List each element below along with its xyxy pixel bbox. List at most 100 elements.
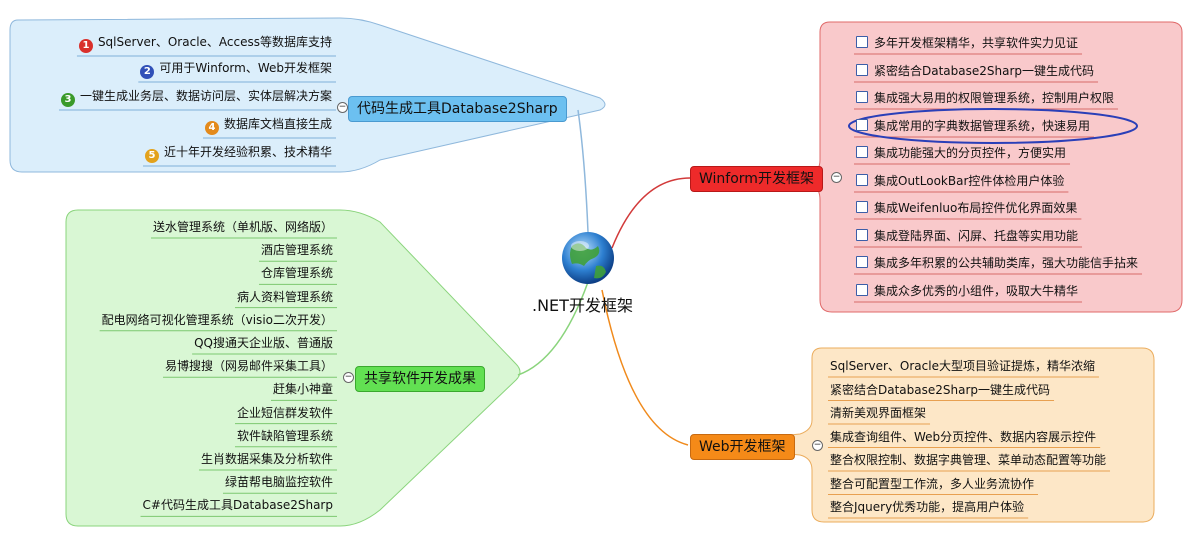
shared-collapse-toggle[interactable]: − <box>343 372 354 383</box>
checkbox-icon[interactable] <box>856 146 868 158</box>
checkbox-icon[interactable] <box>856 229 868 241</box>
checkbox-icon[interactable] <box>856 284 868 296</box>
web-item-label: 整合权限控制、数据字典管理、菜单动态配置等功能 <box>830 453 1107 467</box>
winform-item[interactable]: 集成OutLookBar控件体检用户体验 <box>856 173 1064 189</box>
web-item[interactable]: SqlServer、Oracle大型项目验证提炼，精华浓缩 <box>830 358 1095 374</box>
shared-item[interactable]: 企业短信群发软件 <box>237 405 333 421</box>
web-item[interactable]: 紧密结合Database2Sharp一键生成代码 <box>830 382 1050 398</box>
shared-item[interactable]: 仓库管理系统 <box>261 265 333 281</box>
checkbox-icon[interactable] <box>856 119 868 131</box>
shared-bubble <box>65 209 521 527</box>
shared-item-label: 生肖数据采集及分析软件 <box>200 452 333 466</box>
web-item-label: 清新美观界面框架 <box>830 406 927 420</box>
shared-item[interactable]: QQ搜通天企业版、普通版 <box>194 335 333 351</box>
winform-collapse-toggle[interactable]: − <box>831 172 842 183</box>
winform-item[interactable]: 集成多年积累的公共辅助类库，强大功能信手拈来 <box>856 255 1138 271</box>
shared-item-label: 易博搜搜（网易邮件采集工具） <box>164 359 333 374</box>
shared-item[interactable]: 软件缺陷管理系统 <box>237 428 333 444</box>
winform-item[interactable]: 集成常用的字典数据管理系统，快速易用 <box>856 118 1090 134</box>
codegen-item-label: 近十年开发经验积累、技术精华 <box>163 145 332 159</box>
shared-topic[interactable]: 共享软件开发成果 <box>355 366 485 392</box>
winform-item-label: 集成众多优秀的小组件，吸取大牛精华 <box>874 284 1079 298</box>
web-item[interactable]: 清新美观界面框架 <box>830 405 926 421</box>
shared-item[interactable]: 送水管理系统（单机版、网络版） <box>153 219 333 235</box>
codegen-collapse-toggle[interactable]: − <box>337 102 348 113</box>
shared-item-label: 软件缺陷管理系统 <box>236 428 333 443</box>
codegen-item-label: 一键生成业务层、数据访问层、实体层解决方案 <box>79 89 332 103</box>
winform-item-label: 集成登陆界面、闪屏、托盘等实用功能 <box>874 229 1079 243</box>
checkbox-icon[interactable] <box>856 174 868 186</box>
web-item-label: 紧密结合Database2Sharp一键生成代码 <box>830 382 1051 397</box>
shared-item-label: QQ搜通天企业版、普通版 <box>194 336 333 350</box>
codegen-item-label: SqlServer、Oracle、Access等数据库支持 <box>97 35 332 49</box>
shared-item[interactable]: 酒店管理系统 <box>261 242 333 258</box>
shared-item-label: 酒店管理系统 <box>260 243 333 258</box>
web-item[interactable]: 整合权限控制、数据字典管理、菜单动态配置等功能 <box>830 452 1106 468</box>
winform-item-label: 集成强大易用的权限管理系统，控制用户权限 <box>874 91 1115 105</box>
winform-item[interactable]: 集成强大易用的权限管理系统，控制用户权限 <box>856 90 1114 106</box>
number-4-icon: 4 <box>204 121 219 135</box>
shared-item-label: 仓库管理系统 <box>260 266 333 281</box>
codegen-item[interactable]: 3 一键生成业务层、数据访问层、实体层解决方案 <box>60 88 332 107</box>
web-item[interactable]: 整合Jquery优秀功能，提高用户体验 <box>830 499 1024 515</box>
shared-item-label: 送水管理系统（单机版、网络版） <box>152 220 333 234</box>
codegen-item-label: 可用于Winform、Web开发框架 <box>159 61 332 75</box>
codegen-item[interactable]: 2 可用于Winform、Web开发框架 <box>140 60 332 79</box>
winform-item[interactable]: 紧密结合Database2Sharp一键生成代码 <box>856 63 1094 79</box>
winform-item[interactable]: 多年开发框架精华，共享软件实力见证 <box>856 35 1078 51</box>
web-item-label: SqlServer、Oracle大型项目验证提炼，精华浓缩 <box>830 359 1095 373</box>
winform-item-label: 紧密结合Database2Sharp一键生成代码 <box>874 64 1095 78</box>
web-item[interactable]: 整合可配置型工作流，多人业务流协作 <box>830 476 1034 492</box>
winform-item[interactable]: 集成众多优秀的小组件，吸取大牛精华 <box>856 283 1078 299</box>
winform-item[interactable]: 集成Weifenluo布局控件优化界面效果 <box>856 200 1077 216</box>
codegen-item[interactable]: 1 SqlServer、Oracle、Access等数据库支持 <box>78 34 332 53</box>
winform-item-label: 集成Weifenluo布局控件优化界面效果 <box>874 201 1078 215</box>
winform-item-label: 集成OutLookBar控件体检用户体验 <box>874 174 1065 188</box>
checkbox-icon[interactable] <box>856 36 868 48</box>
codegen-topic[interactable]: 代码生成工具Database2Sharp <box>348 96 567 122</box>
codegen-item-label: 数据库文档直接生成 <box>223 117 332 131</box>
globe-icon <box>562 232 614 284</box>
winform-item[interactable]: 集成登陆界面、闪屏、托盘等实用功能 <box>856 228 1078 244</box>
center-topic-label[interactable]: .NET开发框架 <box>532 296 633 315</box>
shared-item-label: 企业短信群发软件 <box>236 405 333 420</box>
shared-item[interactable]: C#代码生成工具Database2Sharp <box>143 497 333 513</box>
winform-item-label: 集成功能强大的分页控件，方便实用 <box>874 146 1067 160</box>
shared-item-label: C#代码生成工具Database2Sharp <box>142 498 333 513</box>
codegen-item[interactable]: 4 数据库文档直接生成 <box>204 116 332 135</box>
checkbox-icon[interactable] <box>856 201 868 213</box>
shared-item[interactable]: 易博搜搜（网易邮件采集工具） <box>165 358 333 374</box>
shared-item[interactable]: 病人资料管理系统 <box>237 289 333 305</box>
shared-item-label: 配电网络可视化管理系统（visio二次开发） <box>101 312 333 327</box>
codegen-item[interactable]: 5 近十年开发经验积累、技术精华 <box>144 144 332 163</box>
number-2-icon: 2 <box>140 65 155 79</box>
shared-item-label: 绿苗帮电脑监控软件 <box>224 475 333 490</box>
shared-item[interactable]: 配电网络可视化管理系统（visio二次开发） <box>102 312 333 328</box>
winform-item-label: 多年开发框架精华，共享软件实力见证 <box>874 36 1079 50</box>
winform-item-label: 集成多年积累的公共辅助类库，强大功能信手拈来 <box>874 256 1139 270</box>
shared-item[interactable]: 生肖数据采集及分析软件 <box>201 451 333 467</box>
winform-bubble <box>689 21 1183 313</box>
highlight-ellipse <box>848 108 1138 144</box>
shared-item-label: 病人资料管理系统 <box>236 289 333 304</box>
checkbox-icon[interactable] <box>856 256 868 268</box>
shared-item[interactable]: 赶集小神童 <box>273 381 333 397</box>
web-item[interactable]: 集成查询组件、Web分页控件、数据内容展示控件 <box>830 429 1096 445</box>
number-1-icon: 1 <box>78 39 93 53</box>
shared-item[interactable]: 绿苗帮电脑监控软件 <box>225 474 333 490</box>
winform-item[interactable]: 集成功能强大的分页控件，方便实用 <box>856 145 1066 161</box>
web-topic[interactable]: Web开发框架 <box>690 434 795 460</box>
web-item-label: 整合可配置型工作流，多人业务流协作 <box>830 476 1035 491</box>
winform-topic[interactable]: Winform开发框架 <box>690 166 823 192</box>
checkbox-icon[interactable] <box>856 64 868 76</box>
web-item-label: 集成查询组件、Web分页控件、数据内容展示控件 <box>830 429 1097 444</box>
web-bubble <box>689 347 1155 523</box>
web-item-label: 整合Jquery优秀功能，提高用户体验 <box>830 500 1025 514</box>
winform-item-label: 集成常用的字典数据管理系统，快速易用 <box>874 119 1091 133</box>
shared-item-label: 赶集小神童 <box>272 382 333 397</box>
web-collapse-toggle[interactable]: − <box>812 440 823 451</box>
number-3-icon: 3 <box>60 93 75 107</box>
checkbox-icon[interactable] <box>856 91 868 103</box>
number-5-icon: 5 <box>144 149 159 163</box>
